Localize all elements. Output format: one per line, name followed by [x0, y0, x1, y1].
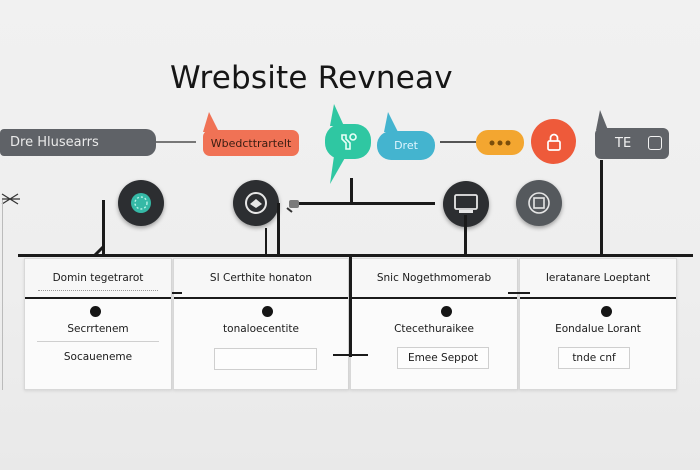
column-4-field[interactable]: tnde cnf	[558, 347, 630, 369]
wire-drop-3	[464, 215, 467, 255]
orange-speech-bubble: Wbedcttrartelt	[203, 130, 299, 156]
column-card-2: SI Certhite honaton tonaloecentite	[173, 258, 349, 390]
wire-drop-2b	[265, 228, 267, 254]
column-1-header: Domin tegetrarot	[25, 259, 171, 299]
column-1-title: Domin tegetrarot	[52, 272, 144, 284]
column-1-line2: Socaueneme	[63, 351, 133, 363]
column-4-dot	[601, 306, 612, 317]
column-3-field-text: Emee Seppot	[407, 352, 479, 364]
column-2-header: SI Certhite honaton	[174, 259, 348, 299]
inner-wire-foot	[333, 354, 368, 356]
column-3-line1: Ctecethuraikee	[394, 323, 474, 335]
column-card-3: Snic Nogethmomerab Ctecethuraikee Emee S…	[350, 258, 518, 390]
tool-icon	[341, 132, 357, 150]
column-4-title: Ieratanare Loeptant	[545, 272, 651, 284]
cloud-icon	[245, 192, 267, 214]
left-tab-label: Dre Hlusearrs	[0, 129, 156, 156]
left-edge-line	[2, 200, 3, 390]
teal-speech-bubble	[325, 124, 371, 159]
wire-drop-1	[102, 200, 105, 256]
antenna-icon	[1, 193, 20, 205]
red-lock-bubble	[531, 119, 576, 164]
teal-bubble-tails	[330, 104, 346, 184]
column-1-dot	[90, 306, 101, 317]
header-step-2	[508, 292, 530, 294]
right-tab-text: TE	[615, 136, 632, 151]
header-step-1	[172, 292, 182, 294]
column-4-header: Ieratanare Loeptant	[520, 259, 676, 299]
column-2-dot	[262, 306, 273, 317]
blue-bubble-tail	[384, 112, 398, 132]
inner-vertical-wire	[349, 257, 352, 357]
monitor-icon	[454, 194, 478, 213]
orange-bubble-text: Wbedcttrartelt	[210, 136, 292, 150]
wire-drop-4	[600, 160, 603, 255]
column-3-header: Snic Nogethmomerab	[351, 259, 517, 299]
column-3-title: Snic Nogethmomerab	[376, 272, 492, 284]
cpu-chip-icon	[131, 193, 151, 213]
window-icon	[648, 136, 662, 150]
column-card-1: Domin tegetrarot Secrrtenem Socaueneme	[24, 258, 172, 390]
amber-speech-bubble	[476, 130, 524, 155]
right-tab-tail	[596, 110, 608, 130]
dots-icon	[489, 140, 511, 145]
cloud-circle	[233, 180, 279, 226]
column-1-rule	[37, 341, 159, 342]
column-card-4: Ieratanare Loeptant Eondalue Lorant tnde…	[519, 258, 677, 390]
column-2-field[interactable]	[214, 348, 317, 370]
left-tab-text: Dre Hlusearrs	[10, 135, 99, 150]
wire-teal-drop	[350, 178, 353, 204]
column-2-title: SI Certhite honaton	[209, 272, 313, 284]
column-4-line1: Eondalue Lorant	[555, 323, 641, 335]
top-connector	[156, 141, 196, 143]
right-tab-label: TE	[595, 128, 669, 159]
column-3-dot	[441, 306, 452, 317]
column-4-field-text: tnde cnf	[572, 352, 616, 364]
column-2-line1: tonaloecentite	[223, 323, 299, 335]
database-circle	[516, 180, 562, 226]
blue-bubble-text: Dret	[394, 139, 418, 152]
main-bus-line	[18, 254, 693, 257]
blue-speech-bubble: Dret	[377, 131, 435, 160]
orange-bubble-tail	[203, 112, 219, 132]
column-3-field[interactable]: Emee Seppot	[397, 347, 489, 369]
plug-icon	[286, 200, 299, 213]
wire-drop-2	[277, 203, 280, 255]
diagram-title: Wrebsite Revneav	[170, 60, 453, 96]
lock-icon	[546, 133, 561, 151]
database-icon	[528, 192, 550, 214]
cpu-chip-circle	[118, 180, 164, 226]
mid-connector	[440, 141, 476, 143]
column-1-line1: Secrrtenem	[67, 323, 129, 335]
wire-mid-horizontal	[295, 202, 435, 205]
